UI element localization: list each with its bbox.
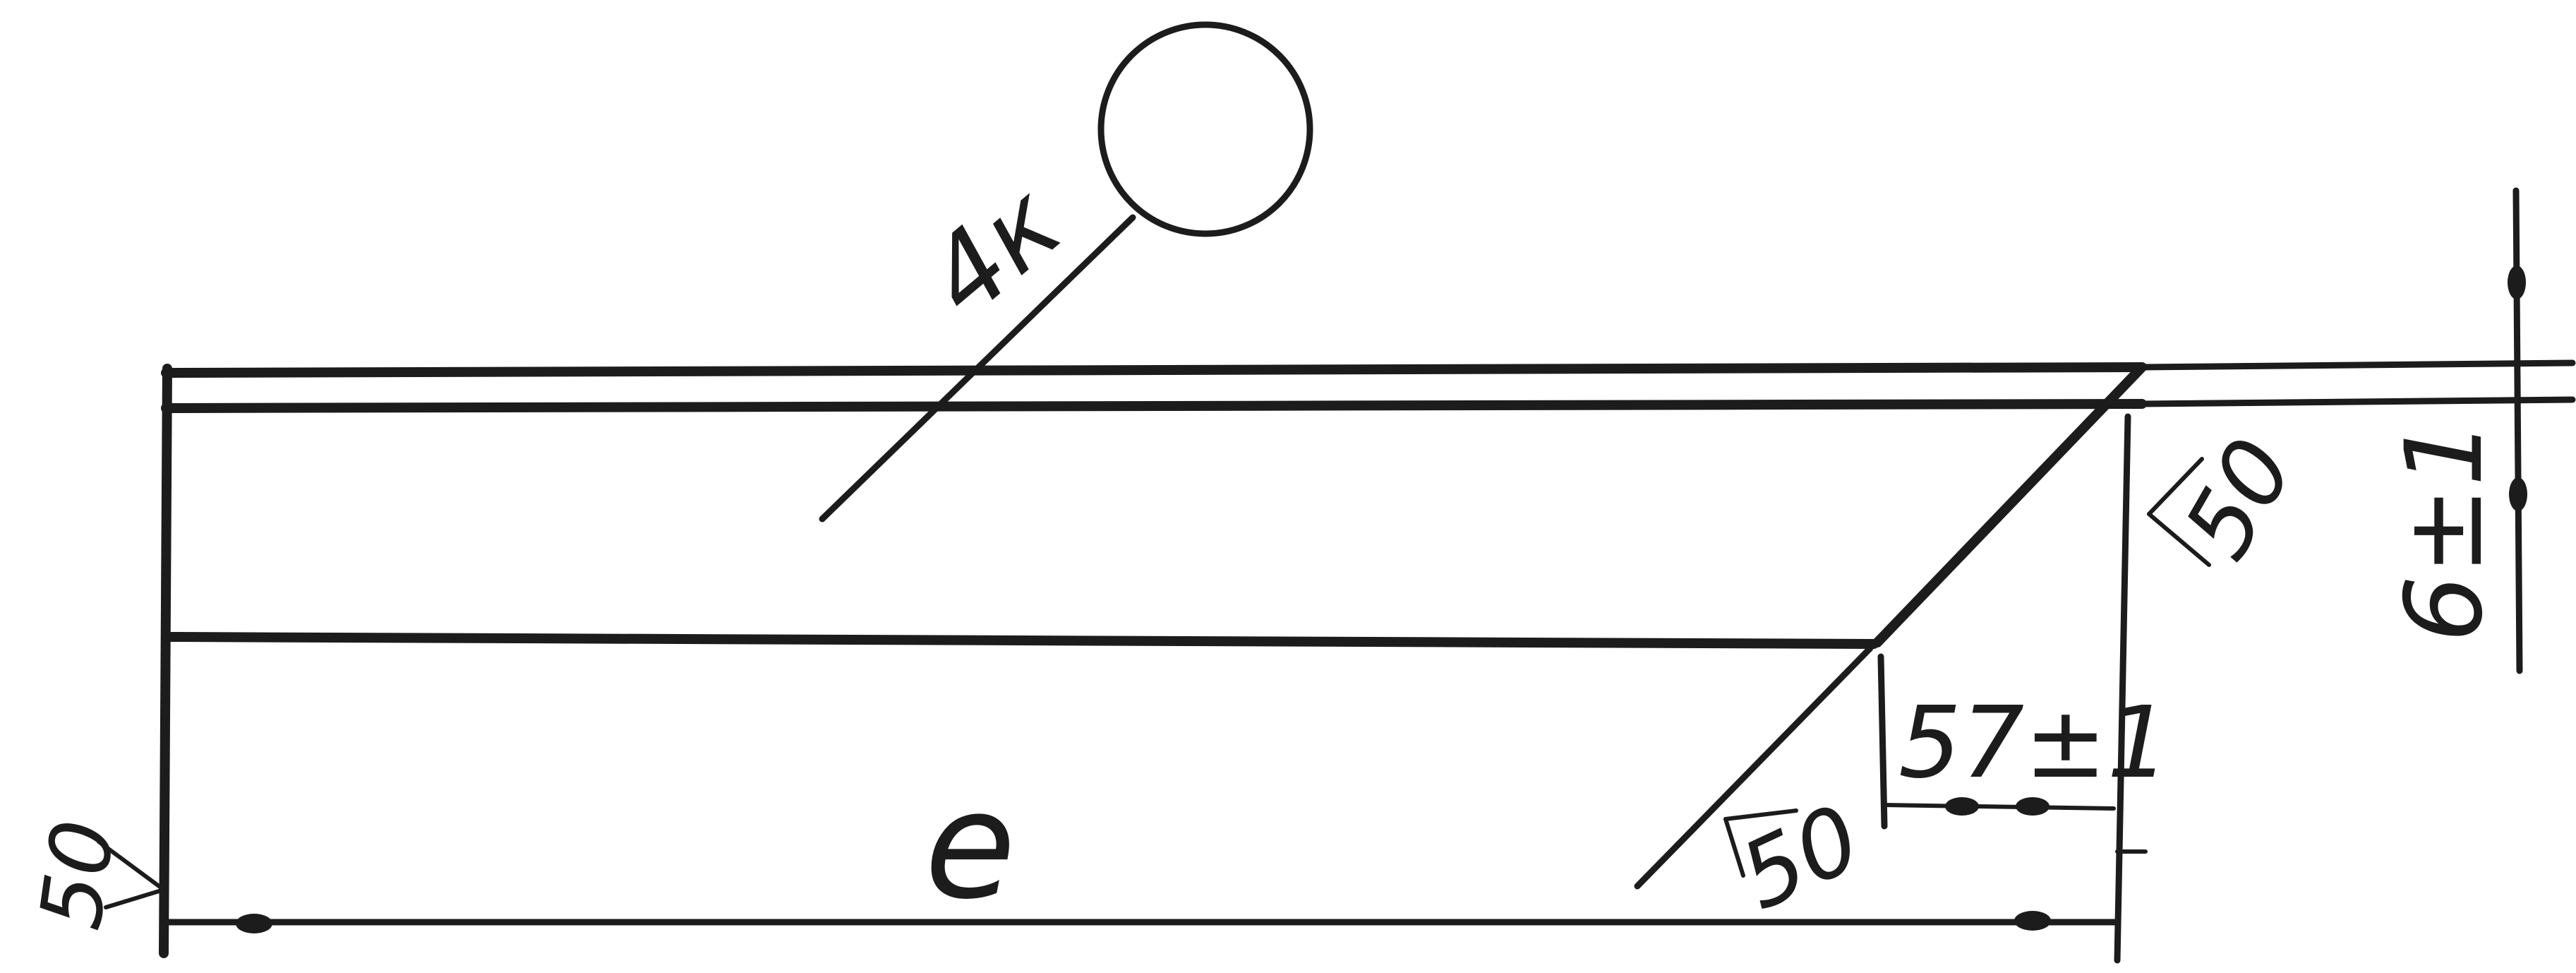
height-dimension-label: 6±1 [2383,419,2506,643]
length-label: e [925,759,1016,932]
offset-dimension-label: 57±1 [1898,686,2170,801]
angle-mark-bottom-middle: 50 [1723,784,1876,931]
weld-leader-line [819,214,1136,523]
bevel-lines [1634,362,2147,890]
height-dimension: 6±1 [2383,187,2527,674]
weld-symbol-label: 4к [904,162,1083,341]
angle-label-bottom-middle: 50 [1725,784,1876,931]
angle-label-right-top: 50 [2163,421,2314,575]
length-dimension: e [166,759,2121,933]
weld-circle-icon [1097,21,1313,237]
angle-label-left: 50 [22,814,134,935]
weld-symbol: 4к [819,21,1313,523]
offset-dimension: 57±1 [1881,686,2170,854]
plate-outline [159,359,2576,964]
angle-mark-right-top: 50 [2147,421,2315,576]
angle-mark-left: 50 [22,814,166,935]
